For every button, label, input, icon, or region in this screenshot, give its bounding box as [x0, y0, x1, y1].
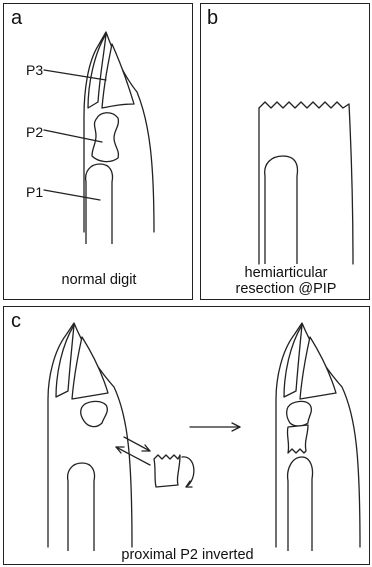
normal-digit-drawing	[4, 4, 194, 301]
panel-b-caption-line1: hemiarticular	[201, 265, 371, 282]
panel-a-caption: normal digit	[4, 272, 194, 289]
arrow-in	[116, 447, 150, 465]
resection-drawing	[201, 4, 371, 301]
right-p2-distal-fragment	[287, 401, 312, 426]
p3-leader-line	[44, 70, 106, 80]
label-p2: P2	[26, 124, 43, 140]
inversion-drawing	[4, 307, 371, 566]
removed-p2-fragment	[154, 455, 180, 487]
panel-b: b hemiarticular resection @PIP	[200, 3, 370, 300]
panel-a: a P3 P2 P1 normal digit	[3, 3, 193, 300]
panel-c: c proximal P2 inverted	[3, 306, 370, 565]
p3-bone	[102, 44, 134, 108]
panel-b-caption-line2: resection @PIP	[201, 281, 371, 298]
left-p2-distal-fragment	[81, 401, 108, 426]
p1-remaining-bone	[265, 156, 298, 264]
right-p2-inverted-fragment	[287, 425, 308, 453]
panel-c-caption: proximal P2 inverted	[4, 547, 371, 564]
right-p3-bone	[300, 337, 336, 399]
rotation-arrow	[182, 457, 194, 487]
left-p3-bone	[72, 337, 108, 399]
left-p1-bone	[68, 463, 95, 551]
p2-bone	[92, 113, 118, 162]
digit-outline-right	[349, 104, 353, 264]
p1-bone	[86, 164, 113, 244]
resection-cut-line	[259, 102, 349, 108]
p2-leader-line	[44, 130, 102, 142]
right-p1-bone	[288, 457, 313, 551]
label-p3: P3	[26, 62, 43, 78]
label-p1: P1	[26, 184, 43, 200]
